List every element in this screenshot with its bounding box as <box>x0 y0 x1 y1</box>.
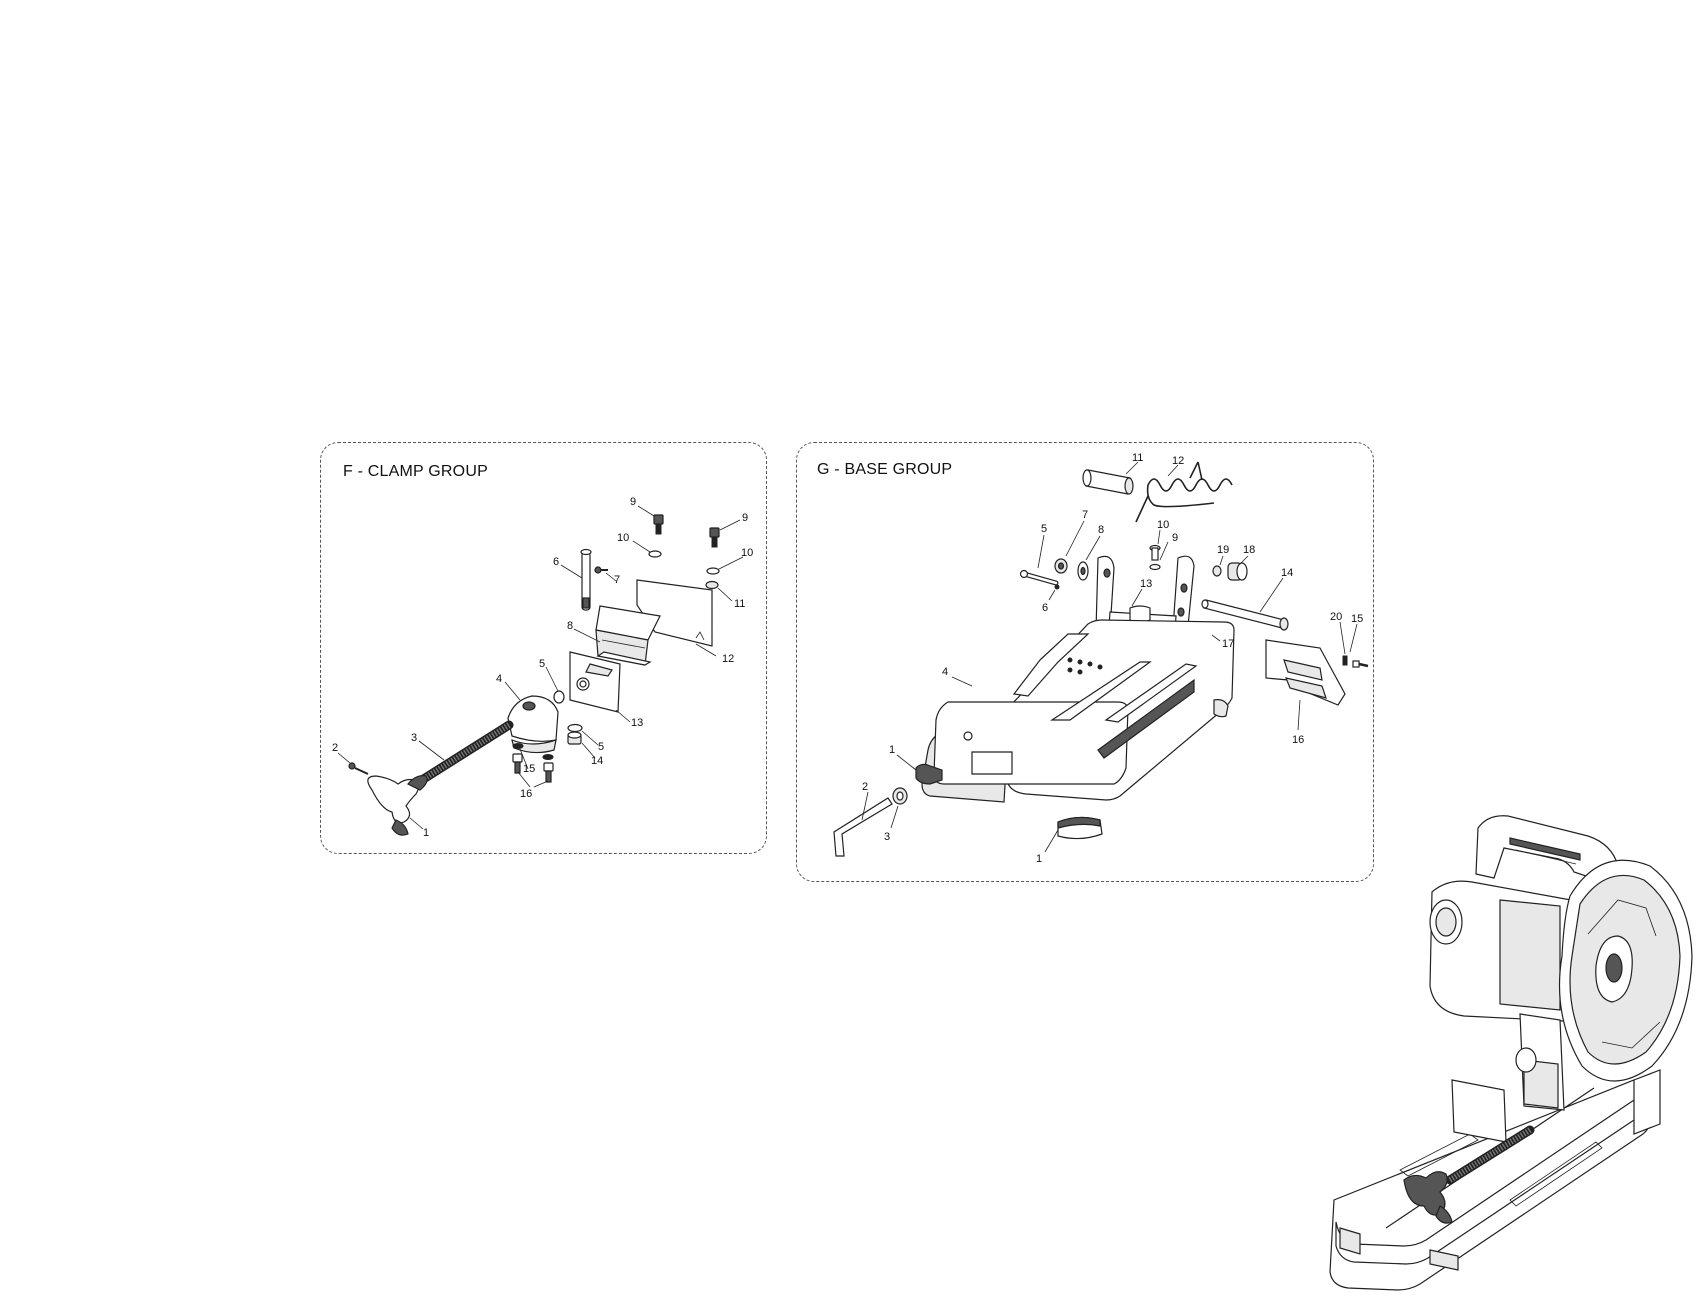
base-sleeve-11 <box>1082 469 1134 495</box>
clamp-label: 11 <box>734 598 745 610</box>
clamp-pin-6 <box>580 548 592 611</box>
clamp-bolt-9b <box>709 527 720 548</box>
clamp-group-panel: F - CLAMP GROUP <box>320 442 767 854</box>
base-label: 2 <box>862 781 868 793</box>
base-label: 18 <box>1243 544 1255 556</box>
clamp-washer-5a <box>553 690 565 704</box>
base-label: 9 <box>1172 532 1178 544</box>
clamp-label: 15 <box>523 763 535 775</box>
base-label: 13 <box>1140 578 1152 590</box>
base-group-drawing <box>833 461 1369 857</box>
clamp-nut-11 <box>705 580 719 590</box>
clamp-label: 7 <box>614 574 620 586</box>
clamp-label: 5 <box>598 741 604 753</box>
clamp-bolt-9a <box>653 514 664 535</box>
base-bushing-18 <box>1227 562 1248 581</box>
base-clip-6 <box>1054 584 1060 590</box>
cut-off-saw-icon <box>1329 815 1693 1291</box>
base-spring-20 <box>1342 655 1348 666</box>
base-label: 1 <box>889 744 895 756</box>
base-label: 10 <box>1157 519 1169 531</box>
clamp-washer-10a <box>648 550 662 558</box>
clamp-label: 2 <box>332 742 338 754</box>
clamp-washer-5b <box>567 723 583 733</box>
base-ring-19 <box>1212 565 1222 577</box>
base-screw-15 <box>1352 660 1369 668</box>
base-nut-3 <box>892 787 908 805</box>
base-group-panel: G - BASE GROUP <box>796 442 1374 882</box>
base-guard-16 <box>1265 639 1346 706</box>
clamp-handle-1 <box>367 775 428 836</box>
clamp-label: 5 <box>539 658 545 670</box>
base-label: 19 <box>1217 544 1229 556</box>
base-label: 17 <box>1222 638 1234 650</box>
base-pin-5 <box>1019 569 1059 586</box>
clamp-label: 4 <box>496 673 502 685</box>
base-label: 8 <box>1098 524 1104 536</box>
base-label: 14 <box>1281 567 1293 579</box>
base-leader-lines <box>861 461 1358 853</box>
clamp-label: 12 <box>722 653 734 665</box>
base-table-4 <box>921 619 1235 803</box>
base-label: 12 <box>1172 455 1184 467</box>
clamp-label: 16 <box>520 788 532 800</box>
base-label: 5 <box>1041 523 1047 535</box>
base-hex-key-2 <box>833 797 893 857</box>
base-washer-8 <box>1077 561 1089 581</box>
clamp-plate-12 <box>636 579 713 647</box>
clamp-bolt-16a <box>512 753 523 774</box>
clamp-label: 9 <box>742 512 748 524</box>
clamp-nut-14 <box>567 731 582 745</box>
clamp-washer-15a <box>512 743 524 749</box>
base-label: 3 <box>884 831 890 843</box>
clamp-label: 10 <box>617 532 629 544</box>
clamp-label: 8 <box>567 620 573 632</box>
clamp-washer-10b <box>706 567 720 575</box>
base-label: 4 <box>942 666 948 678</box>
base-part-labels: 11 12 7 5 8 10 9 19 18 14 13 6 17 20 15 … <box>862 452 1363 865</box>
base-label: 20 <box>1330 611 1342 623</box>
base-shaft-14 <box>1201 599 1289 631</box>
base-label: 16 <box>1292 734 1304 746</box>
base-label: 1 <box>1036 853 1042 865</box>
clamp-screw-7 <box>594 566 608 574</box>
base-screw-10 <box>1149 544 1161 561</box>
base-label: 11 <box>1132 452 1143 464</box>
base-washer-9 <box>1149 563 1161 571</box>
base-group-title: G - BASE GROUP <box>817 461 953 478</box>
clamp-label: 6 <box>553 556 559 568</box>
clamp-jaw-13 <box>569 651 621 713</box>
base-nut-7 <box>1054 558 1068 574</box>
clamp-bolt-16b <box>543 762 554 783</box>
clamp-label: 10 <box>741 547 753 559</box>
clamp-group-drawing <box>348 514 720 836</box>
base-foot-1b <box>1057 816 1103 840</box>
clamp-washer-15b <box>542 754 554 760</box>
clamp-bracket-8 <box>595 605 661 666</box>
base-foot-1a <box>915 763 943 785</box>
base-label: 7 <box>1082 509 1088 521</box>
clamp-group-title: F - CLAMP GROUP <box>343 463 488 480</box>
clamp-part-labels: 9 9 10 10 6 7 11 8 12 5 4 13 3 5 2 15 14… <box>332 496 753 839</box>
clamp-label: 13 <box>631 717 643 729</box>
clamp-label: 1 <box>423 827 429 839</box>
clamp-screw-2 <box>348 762 369 775</box>
base-label: 15 <box>1351 613 1363 625</box>
clamp-label: 3 <box>411 732 417 744</box>
base-label: 6 <box>1042 602 1048 614</box>
clamp-label: 9 <box>630 496 636 508</box>
base-spring-12 <box>1135 461 1233 523</box>
clamp-leader-lines <box>337 505 744 830</box>
clamp-screw-rod-3 <box>409 720 514 790</box>
clamp-body-4 <box>507 695 559 754</box>
clamp-label: 14 <box>591 755 603 767</box>
